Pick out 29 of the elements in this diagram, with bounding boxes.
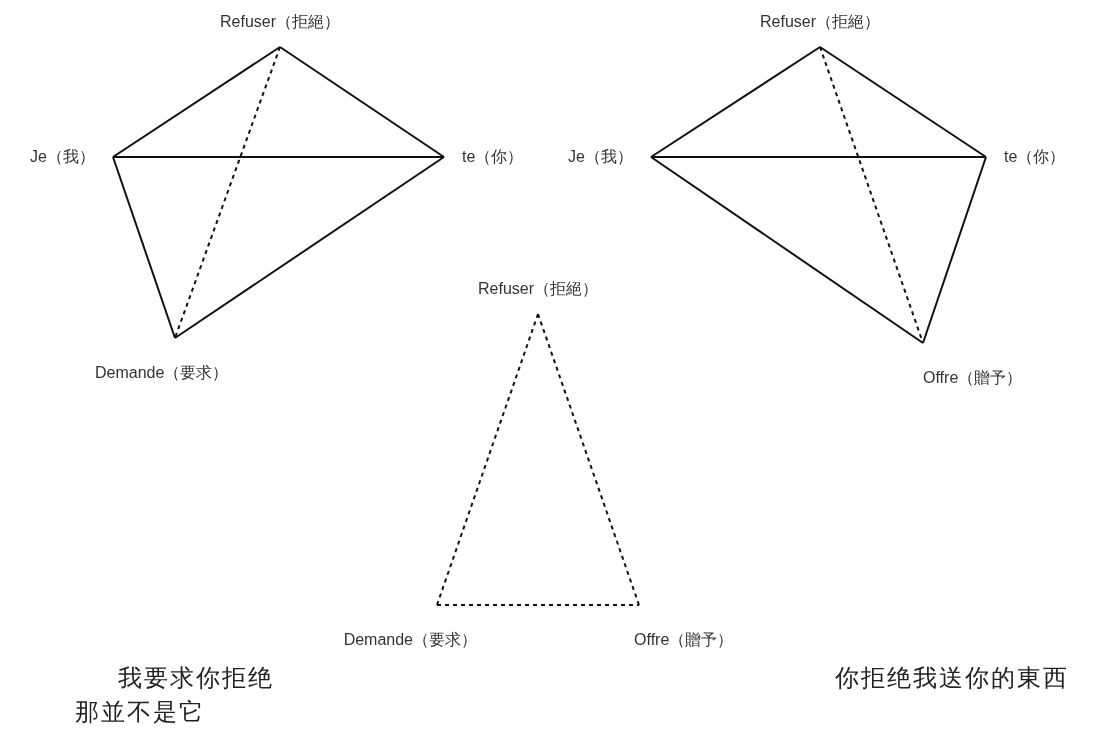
line: [819, 46, 987, 158]
line: [112, 156, 176, 339]
vertex-label: Je（我）: [568, 148, 651, 166]
vertex-label: Je（我）: [30, 148, 113, 166]
dashed-line: [174, 46, 281, 339]
dashed-line: [819, 46, 924, 344]
vertex-label: Refuser（拒絕）: [220, 13, 340, 47]
vertex-label: Demande（要求）: [343, 605, 477, 649]
line: [112, 46, 281, 158]
line: [650, 46, 821, 158]
dashed-line: [537, 313, 640, 606]
caption-text: 我要求你拒绝: [118, 663, 274, 694]
vertex-label: Offre（贈予）: [923, 343, 1023, 387]
vertex-label: te（你）: [444, 148, 524, 166]
vertex-label: Demande（要求）: [94, 338, 229, 382]
vertex-label: te（你）: [986, 148, 1066, 166]
caption-text: 那並不是它: [75, 697, 205, 728]
line: [112, 156, 445, 158]
line: [922, 156, 987, 344]
line: [650, 156, 987, 158]
line: [174, 156, 445, 339]
dashed-line: [436, 313, 539, 606]
vertex-label: Refuser（拒絕）: [478, 280, 598, 314]
line: [279, 46, 445, 158]
vertex-label: Offre（贈予）: [634, 605, 734, 649]
vertex-label: Refuser（拒絕）: [760, 13, 880, 47]
line: [650, 156, 924, 344]
dashed-line: [436, 604, 640, 606]
caption-text: 你拒绝我送你的東西: [835, 663, 1069, 694]
